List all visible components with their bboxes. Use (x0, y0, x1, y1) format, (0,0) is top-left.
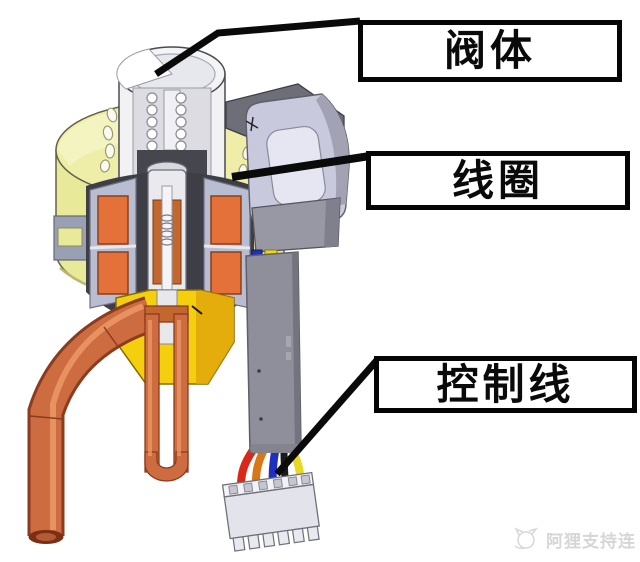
callout-line-control-wire (274, 356, 381, 477)
label-control-wire: 控制线 (374, 356, 637, 413)
label-control-wire-text: 控制线 (436, 360, 575, 408)
pipe-seam (29, 415, 64, 420)
section-divider-left (89, 244, 137, 250)
callout-line-valve-body (154, 17, 361, 77)
brass-shade (196, 290, 234, 384)
coil-top-highlight (58, 110, 132, 166)
elbow-highlight (50, 303, 145, 530)
watermark: 阿狸支持连 (511, 526, 636, 552)
watermark-text: 阿狸支持连 (546, 531, 636, 551)
coil-side-notch (53, 215, 89, 261)
pipe-highlight (177, 320, 181, 456)
coil-cutaway (86, 161, 254, 330)
cable-edge-shade (292, 252, 301, 451)
valve-stem-center (146, 161, 188, 319)
label-coil: 线圈 (366, 151, 630, 210)
housing-lower-shade (324, 198, 340, 248)
pipe-bore (36, 533, 56, 541)
small-mark (191, 305, 203, 315)
cable-speck (257, 369, 261, 373)
housing-side-shade (316, 94, 350, 206)
coil-winding (97, 251, 129, 295)
fox-face-icon (514, 527, 539, 550)
cable-end (250, 444, 302, 453)
tiny-marker (245, 116, 259, 132)
label-valve-body: 阀体 (358, 20, 622, 82)
label-coil-text: 线圈 (451, 156, 544, 204)
cable-emboss (286, 336, 291, 347)
cable-speck (259, 417, 263, 421)
pipe-seam (103, 326, 120, 349)
callout-lines (154, 17, 381, 477)
copper-pipe-elbow (27, 296, 156, 544)
pipe-u-section (144, 451, 189, 482)
label-valve-body-text: 阀体 (443, 27, 536, 74)
section-divider-right (203, 244, 251, 250)
pipe-highlight (148, 320, 152, 456)
valve-section-notch (116, 48, 173, 90)
connector-teeth (232, 525, 320, 552)
coil-winding (97, 195, 129, 245)
cable-emboss (286, 352, 291, 360)
control-cable-assembly (221, 249, 320, 552)
coil-winding (210, 251, 242, 295)
coil-winding (210, 195, 242, 245)
elbow-pipe (30, 299, 155, 536)
callout-line-coil (231, 152, 371, 181)
valve-spring (146, 92, 187, 152)
cable-housing (225, 83, 350, 253)
connector-plug (221, 471, 320, 552)
copper-pipe-straight (144, 305, 189, 482)
